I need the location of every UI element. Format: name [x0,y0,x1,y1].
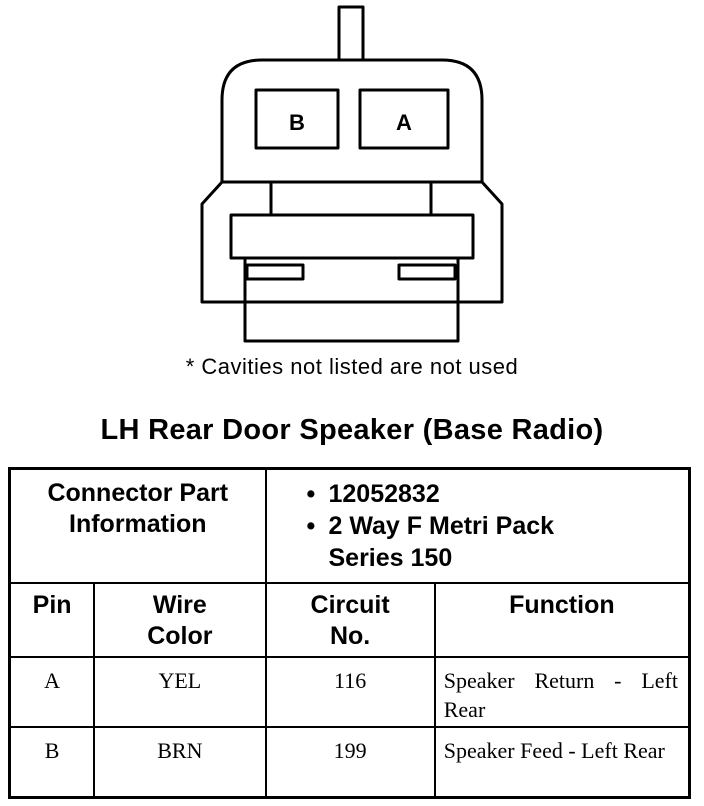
function-cell: Speaker Return - Left Rear [433,656,691,728]
connector-part-label-line1: Connector Part [47,479,229,507]
wire-color-cell: BRN [93,726,267,799]
cavity-b-label: B [289,110,305,135]
connector-part-number: •12052832 [306,480,440,508]
pin-cell: B [8,726,96,799]
connector-part-values: •12052832 •2 Way F Metri Pack Series 150 [264,467,691,584]
connector-series: Series 150 [328,544,453,572]
header-pin: Pin [8,582,96,658]
terminal-slot-left [245,263,305,281]
diagram-title: LH Rear Door Speaker (Base Radio) [100,414,604,446]
circuit-cell: 199 [264,726,436,799]
header-circuit-no: Circuit No. [264,582,436,658]
table-header-row: Pin Wire Color Circuit No. Function [8,582,691,658]
connector-body [220,58,484,182]
connector-part-label: Connector Part Information [8,467,267,584]
latch-tab [337,5,365,62]
bullet-icon: • [306,480,316,508]
terminal-housing [243,256,460,343]
bullet-icon: • [306,512,316,540]
pin-cell: A [8,656,96,728]
connector-part-label-line2: Information [69,510,207,538]
terminal-slot-right [397,263,457,281]
cavity-b [254,88,340,150]
connector-type: •2 Way F Metri Pack [306,512,555,540]
cavity-a [358,88,450,150]
header-wire-color: Wire Color [93,582,267,658]
table-row: B BRN 199 Speaker Feed - Left Rear [8,726,691,799]
table-row: A YEL 116 Speaker Return - Left Rear [8,656,691,728]
terminal-crossbar [229,213,475,260]
connector-drawing: B A [200,5,504,343]
cavity-a-label: A [396,110,412,135]
connector-part-row: Connector Part Information •12052832 •2 … [8,467,691,584]
cavities-note: * Cavities not listed are not used [185,354,519,379]
circuit-cell: 116 [264,656,436,728]
header-function: Function [433,582,691,658]
function-cell: Speaker Feed - Left Rear [433,726,691,799]
wire-color-cell: YEL [93,656,267,728]
connector-info-table: Connector Part Information •12052832 •2 … [8,467,691,799]
